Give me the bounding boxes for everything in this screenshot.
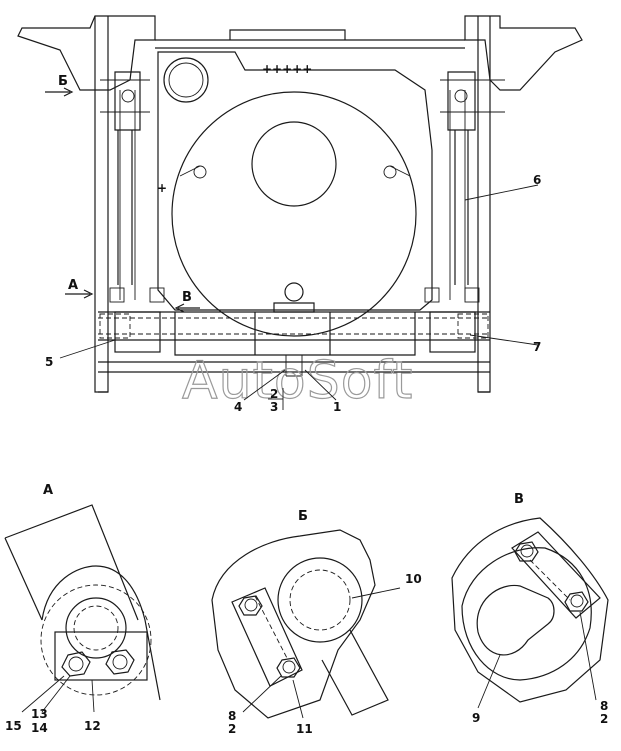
- watermark: AutoSoft: [182, 351, 413, 411]
- callout-10: 10: [405, 572, 422, 586]
- callout-6: 6: [533, 173, 541, 187]
- callout-11: 11: [296, 722, 313, 736]
- main-assembly-view: +++++ +: [17, 15, 583, 393]
- callout-4: 4: [234, 400, 242, 414]
- view-a-title: А: [43, 483, 53, 498]
- detail-view-v: В: [451, 492, 609, 709]
- detail-view-a: А: [4, 483, 161, 713]
- plus-row-mark: +++++: [262, 62, 312, 76]
- svg-text:Б: Б: [58, 74, 68, 89]
- callout-8-b: 8: [228, 709, 236, 723]
- callout-8-v: 8: [600, 699, 608, 713]
- view-v-title: В: [514, 492, 524, 507]
- callout-12: 12: [84, 719, 101, 733]
- view-marker-b: Б: [45, 74, 74, 97]
- callout-2: 2: [270, 387, 278, 401]
- callout-5: 5: [45, 355, 53, 369]
- plus-single-mark: +: [157, 181, 167, 195]
- callout-1: 1: [333, 400, 341, 414]
- callout-15: 15: [5, 719, 22, 733]
- callout-13: 13: [31, 707, 48, 721]
- detail-view-b: Б: [211, 509, 401, 719]
- svg-text:А: А: [68, 278, 78, 293]
- callout-leaders-main: [59, 184, 539, 410]
- callout-7: 7: [533, 340, 541, 354]
- callout-3: 3: [270, 400, 278, 414]
- view-marker-v: В: [174, 290, 200, 313]
- callout-14: 14: [31, 721, 48, 735]
- view-marker-a: А: [65, 278, 94, 299]
- svg-text:В: В: [182, 290, 192, 305]
- callout-9: 9: [472, 711, 480, 725]
- view-b-title: Б: [298, 509, 308, 524]
- callout-2-v: 2: [600, 712, 608, 726]
- callout-2-b: 2: [228, 722, 236, 736]
